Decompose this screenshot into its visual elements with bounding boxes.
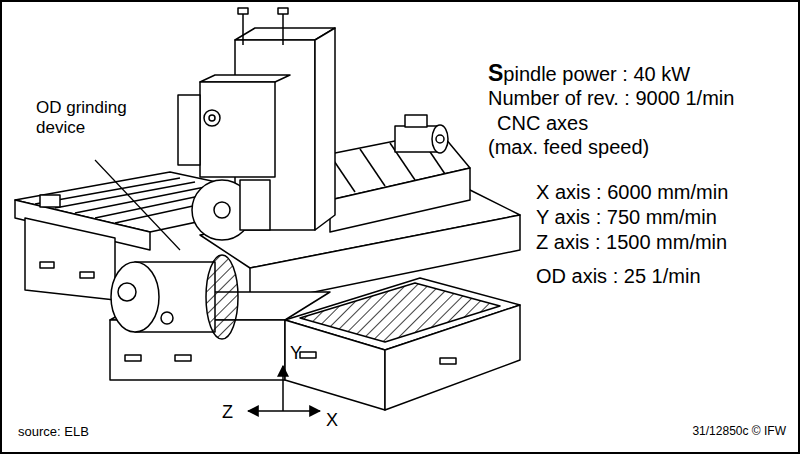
figure-id: 31/12850c © IFW	[692, 424, 786, 438]
spec-text: (max. feed speed)	[488, 135, 649, 159]
axis-speed: X axis : 6000 mm/min	[536, 180, 728, 204]
axis-speed: Z axis : 1500 mm/min	[536, 230, 727, 254]
source-note: source: ELB	[18, 424, 89, 440]
axis-speed: Y axis : 750 mm/min	[536, 205, 717, 229]
spec-text: Number of rev. : 9000 1/min	[488, 86, 734, 110]
axis-label: Y	[290, 343, 302, 365]
axis-speed: OD axis : 25 1/min	[536, 264, 701, 288]
spec-heading: CNC axes	[497, 111, 588, 135]
axis-label: Z	[222, 402, 233, 424]
axis-label: X	[326, 410, 338, 432]
callout-label: OD grinding device	[36, 98, 148, 139]
spec-text: Spindle power : 40 kW	[488, 60, 690, 88]
